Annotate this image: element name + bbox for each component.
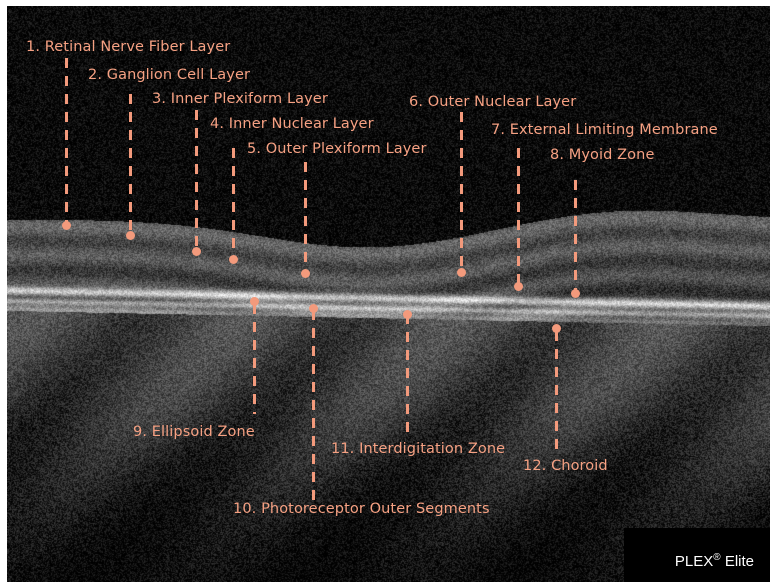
anchor-dot-opl [301,269,310,278]
anchor-dot-choroid [552,324,561,333]
anchor-dot-myoid [571,289,580,298]
oct-scan-canvas [7,6,770,582]
leader-line-iz [406,314,409,432]
leader-line-myoid [574,180,577,290]
label-myoid-zone: 8. Myoid Zone [550,147,654,163]
leader-line-ez [253,304,256,414]
anchor-dot-ipl [192,247,201,256]
brand-watermark: PLEX® Elite [675,552,754,570]
leader-line-ipl [195,110,198,250]
oct-scan-image: 1. Retinal Nerve Fiber Layer 2. Ganglion… [7,6,770,582]
anchor-dot-iz [403,310,412,319]
brand-model: Elite [725,553,754,570]
label-inner-plexiform-layer: 3. Inner Plexiform Layer [152,91,328,107]
leader-line-choroid [555,331,558,449]
leader-line-opl [304,162,307,270]
anchor-dot-inl [229,255,238,264]
label-photoreceptor-outer-segments: 10. Photoreceptor Outer Segments [233,501,490,517]
label-interdigitation-zone: 11. Interdigitation Zone [331,441,505,457]
label-inner-nuclear-layer: 4. Inner Nuclear Layer [210,116,374,132]
leader-line-elm [517,148,520,284]
leader-line-onl [460,112,463,270]
label-ganglion-cell-layer: 2. Ganglion Cell Layer [88,67,250,83]
leader-line-gcl [129,94,132,234]
label-choroid: 12. Choroid [523,458,608,474]
leader-line-inl [232,148,235,256]
anchor-dot-gcl [126,231,135,240]
label-outer-plexiform-layer: 5. Outer Plexiform Layer [247,141,427,157]
label-ellipsoid-zone: 9. Ellipsoid Zone [133,424,255,440]
anchor-dot-elm [514,282,523,291]
label-outer-nuclear-layer: 6. Outer Nuclear Layer [409,94,576,110]
label-retinal-nerve-fiber-layer: 1. Retinal Nerve Fiber Layer [26,39,230,55]
leader-line-rnfl [65,58,68,223]
brand-name: PLEX [675,553,713,570]
leader-line-pos [312,310,315,504]
anchor-dot-rnfl [62,221,71,230]
anchor-dot-pos [309,304,318,313]
anchor-dot-onl [457,268,466,277]
label-external-limiting-membrane: 7. External Limiting Membrane [491,122,718,138]
anchor-dot-ez [250,297,259,306]
registered-mark: ® [713,552,720,563]
